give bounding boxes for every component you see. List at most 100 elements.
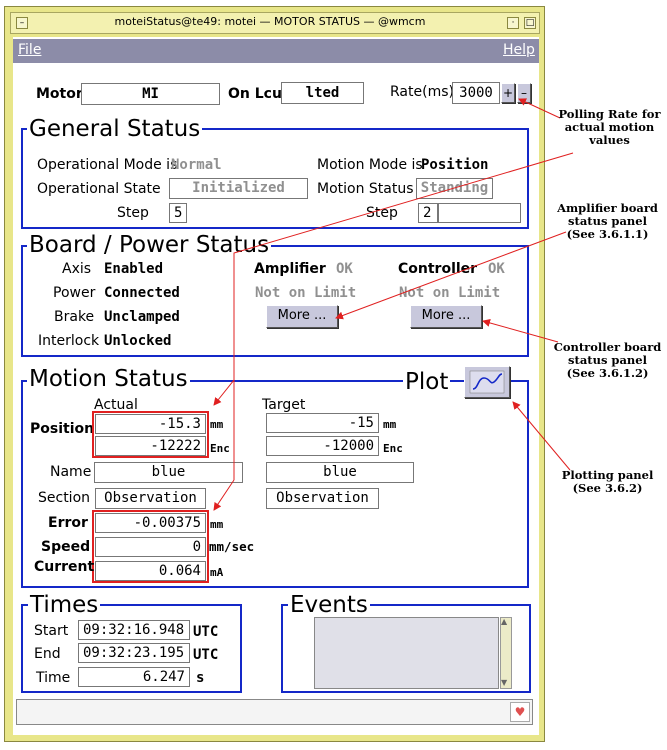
scroll-down-icon[interactable]: ▼	[501, 678, 508, 687]
current-unit: mA	[210, 566, 224, 579]
rate-increase-button[interactable]: +	[501, 83, 515, 103]
speed-label: Speed	[41, 539, 91, 555]
op-state-field: Initialized	[169, 178, 308, 199]
target-label: Target	[262, 397, 306, 413]
error-label: Error	[48, 515, 88, 531]
error-field: -0.00375	[95, 513, 206, 533]
plotting-arrow	[512, 401, 571, 471]
times-title: Times	[28, 592, 101, 618]
plot-label: Plot	[403, 369, 451, 395]
step2-label: Step	[366, 205, 398, 221]
plotting-annotation: Plotting panel(See 3.6.2)	[561, 468, 654, 495]
minimize-button[interactable]: ·	[507, 17, 519, 29]
motion-status-panel	[21, 380, 529, 588]
motion-status-title: Motion Status	[27, 366, 190, 392]
amplifier-more-button[interactable]: More ...	[266, 305, 338, 328]
position-target-enc: -12000	[266, 436, 379, 456]
end-unit: UTC	[193, 647, 219, 663]
board-power-title: Board / Power Status	[27, 232, 272, 258]
general-status-panel	[21, 128, 529, 229]
menu-help[interactable]: Help	[503, 42, 535, 58]
amplifier-status: OK	[336, 261, 353, 277]
rate-input[interactable]: 3000	[452, 82, 500, 104]
menu-file[interactable]: File	[18, 42, 42, 58]
window-title: moteiStatus@te49: motei — MOTOR STATUS —…	[114, 15, 426, 28]
position-actual-mm: -15.3	[95, 414, 206, 434]
controller-arrow	[482, 319, 559, 343]
position-actual-enc: -12222	[95, 436, 206, 456]
step-field: 5	[169, 203, 187, 223]
events-title: Events	[288, 592, 370, 618]
general-status-title: General Status	[27, 116, 203, 142]
lcu-field: lted	[281, 82, 364, 104]
motion-mode-value: Position	[421, 157, 489, 173]
end-field: 09:32:23.195	[78, 643, 190, 663]
brake-value: Unclamped	[104, 309, 180, 325]
rate-label: Rate(ms)	[390, 84, 454, 100]
current-field: 0.064	[95, 561, 206, 581]
axis-value: Enabled	[104, 261, 164, 277]
step2-field: 2	[418, 203, 438, 223]
motor-label: Motor	[36, 86, 83, 102]
position-actual-highlight	[92, 411, 209, 458]
section-target-field: Observation	[266, 488, 379, 509]
polling-arrow-actual	[213, 152, 574, 406]
name-target-field: blue	[266, 462, 414, 483]
message-bar[interactable]	[16, 699, 533, 725]
unit-enc-target: Enc	[383, 442, 403, 455]
axis-label: Axis	[62, 261, 92, 277]
amplifier-limit: Not on Limit	[255, 285, 357, 301]
start-label: Start	[34, 623, 69, 639]
window-menu-button[interactable]: –	[16, 17, 28, 29]
unit-enc: Enc	[210, 442, 230, 455]
events-panel	[281, 604, 531, 693]
motion-status-label: Motion Status	[317, 181, 414, 197]
power-label: Power	[53, 285, 96, 301]
time-field: 6.247	[78, 667, 190, 687]
unit-mm: mm	[210, 418, 224, 431]
name-label: Name	[50, 464, 92, 480]
step2-extra-field	[438, 203, 521, 223]
times-panel	[21, 604, 242, 693]
time-unit: s	[196, 670, 205, 686]
interlock-label: Interlock	[38, 333, 100, 349]
op-state-label: Operational State	[37, 181, 161, 197]
amplifier-label: Amplifier	[254, 261, 326, 277]
maximize-button[interactable]: □	[524, 17, 536, 29]
error-speed-current-highlight	[92, 510, 209, 583]
events-scrollbar[interactable]	[500, 617, 512, 689]
plot-icon	[469, 370, 505, 394]
start-unit: UTC	[193, 624, 219, 640]
position-label: Position	[30, 421, 95, 437]
controller-status: OK	[488, 261, 505, 277]
start-field: 09:32:16.948	[78, 620, 190, 640]
amplifier-arrow	[335, 231, 567, 320]
title-bar[interactable]	[10, 12, 540, 34]
rate-decrease-button[interactable]: –	[517, 83, 531, 103]
unit-mm-target: mm	[383, 418, 397, 431]
board-power-panel	[21, 245, 529, 357]
plot-button[interactable]	[464, 366, 510, 398]
current-label: Current	[34, 559, 95, 575]
scroll-up-icon[interactable]: ▲	[501, 617, 508, 626]
op-mode-value: Normal	[171, 157, 222, 173]
motor-field: MI	[81, 83, 220, 105]
op-mode-label: Operational Mode is	[37, 157, 178, 173]
speed-unit: mm/sec	[209, 539, 255, 554]
menu-bar	[13, 39, 539, 63]
time-label: Time	[36, 670, 71, 686]
section-label: Section	[38, 490, 91, 506]
heart-icon[interactable]: ♥	[510, 702, 530, 722]
polling-arrow	[518, 98, 561, 119]
events-list[interactable]	[314, 617, 499, 689]
brake-label: Brake	[54, 309, 95, 325]
controller-more-button[interactable]: More ...	[410, 305, 482, 328]
motion-mode-label: Motion Mode is	[317, 157, 423, 173]
section-actual-field: Observation	[95, 488, 206, 509]
actual-label: Actual	[94, 397, 138, 413]
step-label: Step	[117, 205, 149, 221]
